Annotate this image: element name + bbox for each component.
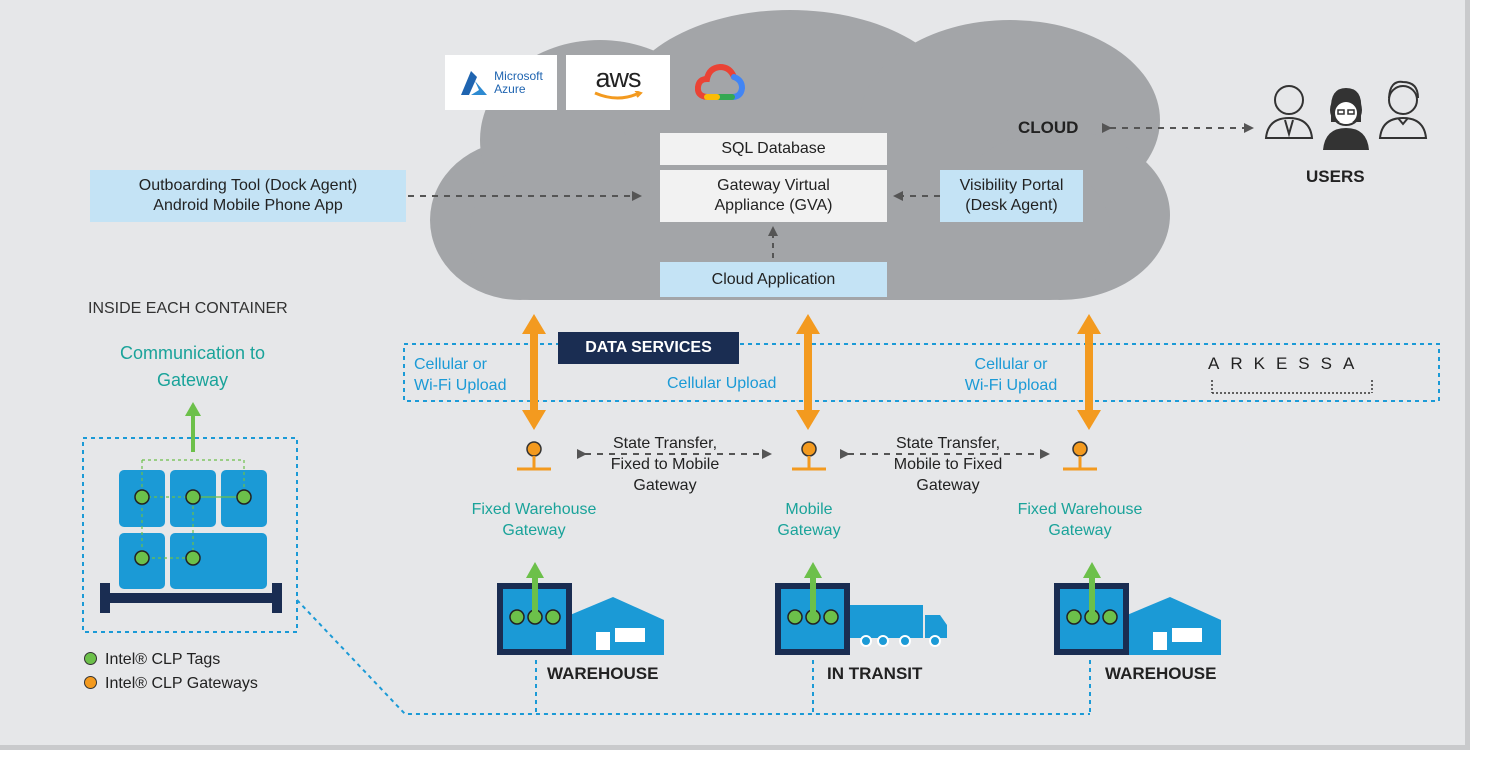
legend-tags: Intel® CLP Tags bbox=[84, 651, 220, 669]
data-services-frame bbox=[403, 343, 1440, 402]
gateway-legend-icon bbox=[84, 676, 97, 690]
gateway-left-line1: Fixed Warehouse bbox=[471, 501, 597, 518]
google-cloud-icon bbox=[695, 63, 745, 100]
upload-arrows bbox=[522, 314, 1101, 430]
truck-icon bbox=[775, 562, 947, 655]
gateway-middle-line2: Gateway bbox=[777, 522, 841, 539]
upload-left-line2: Wi-Fi Upload bbox=[414, 377, 507, 394]
state-right-line3: Gateway bbox=[916, 477, 980, 494]
gva-line2: Appliance (GVA) bbox=[714, 197, 833, 214]
sql-database-label: SQL Database bbox=[721, 140, 826, 157]
upload-left-label: Cellular or Wi-Fi Upload bbox=[414, 354, 506, 396]
data-services-badge: DATA SERVICES bbox=[558, 332, 739, 364]
bottom-connector bbox=[296, 599, 1090, 715]
communication-line2: Gateway bbox=[156, 370, 229, 390]
arkessa-logo: ARKESSA bbox=[1208, 354, 1366, 373]
legend-tags-label: Intel® CLP Tags bbox=[105, 651, 221, 668]
cloud-application-label: Cloud Application bbox=[711, 270, 836, 288]
state-left-line3: Gateway bbox=[633, 477, 697, 494]
gateway-left-label: Fixed Warehouse Gateway bbox=[464, 499, 604, 541]
communication-line1: Communication to bbox=[119, 343, 266, 363]
upload-right-line1: Cellular or bbox=[974, 356, 1048, 373]
upload-middle-label: Cellular Upload bbox=[667, 375, 777, 392]
gateway-right-line1: Fixed Warehouse bbox=[1017, 501, 1143, 518]
outboarding-line2: Android Mobile Phone App bbox=[153, 197, 343, 214]
user-center-icon bbox=[1323, 88, 1369, 150]
azure-logo: Microsoft Azure bbox=[445, 55, 557, 110]
warehouse-left-icon bbox=[497, 562, 664, 655]
outboarding-line1: Outboarding Tool (Dock Agent) bbox=[138, 177, 358, 194]
outboarding-tool-box: Outboarding Tool (Dock Agent) Android Mo… bbox=[90, 170, 406, 222]
location-left-label: WAREHOUSE bbox=[547, 664, 659, 683]
state-transfer-left-label: State Transfer, Fixed to Mobile Gateway bbox=[600, 433, 730, 496]
visibility-portal-box: Visibility Portal (Desk Agent) bbox=[940, 170, 1083, 222]
location-right-label: WAREHOUSE bbox=[1105, 664, 1217, 683]
comm-arrow-head bbox=[185, 402, 201, 416]
upload-right-line2: Wi-Fi Upload bbox=[964, 377, 1058, 394]
users-label: USERS bbox=[1306, 167, 1365, 186]
aws-text: aws bbox=[595, 62, 641, 93]
cloud-label: CLOUD bbox=[1018, 118, 1079, 137]
gateway-middle-label: Mobile Gateway bbox=[759, 499, 859, 541]
sql-database-box: SQL Database bbox=[660, 133, 887, 165]
state-left-line1: State Transfer, bbox=[612, 435, 718, 452]
state-transfer-right-label: State Transfer, Mobile to Fixed Gateway bbox=[878, 433, 1018, 496]
visibility-line2: (Desk Agent) bbox=[965, 197, 1058, 214]
aws-logo: aws bbox=[566, 55, 670, 110]
communication-label: Communication to Gateway bbox=[90, 340, 295, 394]
azure-line1: Microsoft bbox=[494, 68, 543, 83]
cloud-application-box: Cloud Application bbox=[660, 262, 887, 297]
data-services-label: DATA SERVICES bbox=[585, 339, 712, 356]
state-left-line2: Fixed to Mobile bbox=[610, 456, 720, 473]
gateway-right-label: Fixed Warehouse Gateway bbox=[1010, 499, 1150, 541]
location-middle-label: IN TRANSIT bbox=[827, 664, 923, 683]
gateway-icons bbox=[517, 441, 1097, 471]
google-cloud-logo bbox=[692, 55, 748, 110]
upload-right-label: Cellular or Wi-Fi Upload bbox=[944, 354, 1078, 396]
gateway-middle-line1: Mobile bbox=[785, 501, 833, 518]
aws-smile-icon bbox=[594, 90, 643, 99]
azure-icon bbox=[461, 70, 488, 95]
state-right-line2: Mobile to Fixed bbox=[893, 456, 1003, 473]
gva-line1: Gateway Virtual bbox=[717, 177, 830, 194]
gva-box: Gateway Virtual Appliance (GVA) bbox=[660, 170, 887, 222]
container-title: INSIDE EACH CONTAINER bbox=[88, 300, 288, 317]
users-icon bbox=[1264, 80, 1428, 139]
tag-legend-icon bbox=[84, 652, 97, 666]
state-right-line1: State Transfer, bbox=[895, 435, 1001, 452]
container-cargo bbox=[100, 459, 282, 613]
gateway-right-line2: Gateway bbox=[1048, 522, 1112, 539]
warehouse-right-icon bbox=[1054, 562, 1221, 655]
legend-gateways-label: Intel® CLP Gateways bbox=[105, 675, 258, 692]
gateway-left-line2: Gateway bbox=[502, 522, 566, 539]
upload-left-line1: Cellular or bbox=[414, 356, 487, 373]
azure-line2: Azure bbox=[494, 81, 526, 96]
visibility-line1: Visibility Portal bbox=[959, 177, 1064, 194]
container-frame bbox=[82, 437, 298, 633]
legend-gateways: Intel® CLP Gateways bbox=[84, 675, 258, 693]
